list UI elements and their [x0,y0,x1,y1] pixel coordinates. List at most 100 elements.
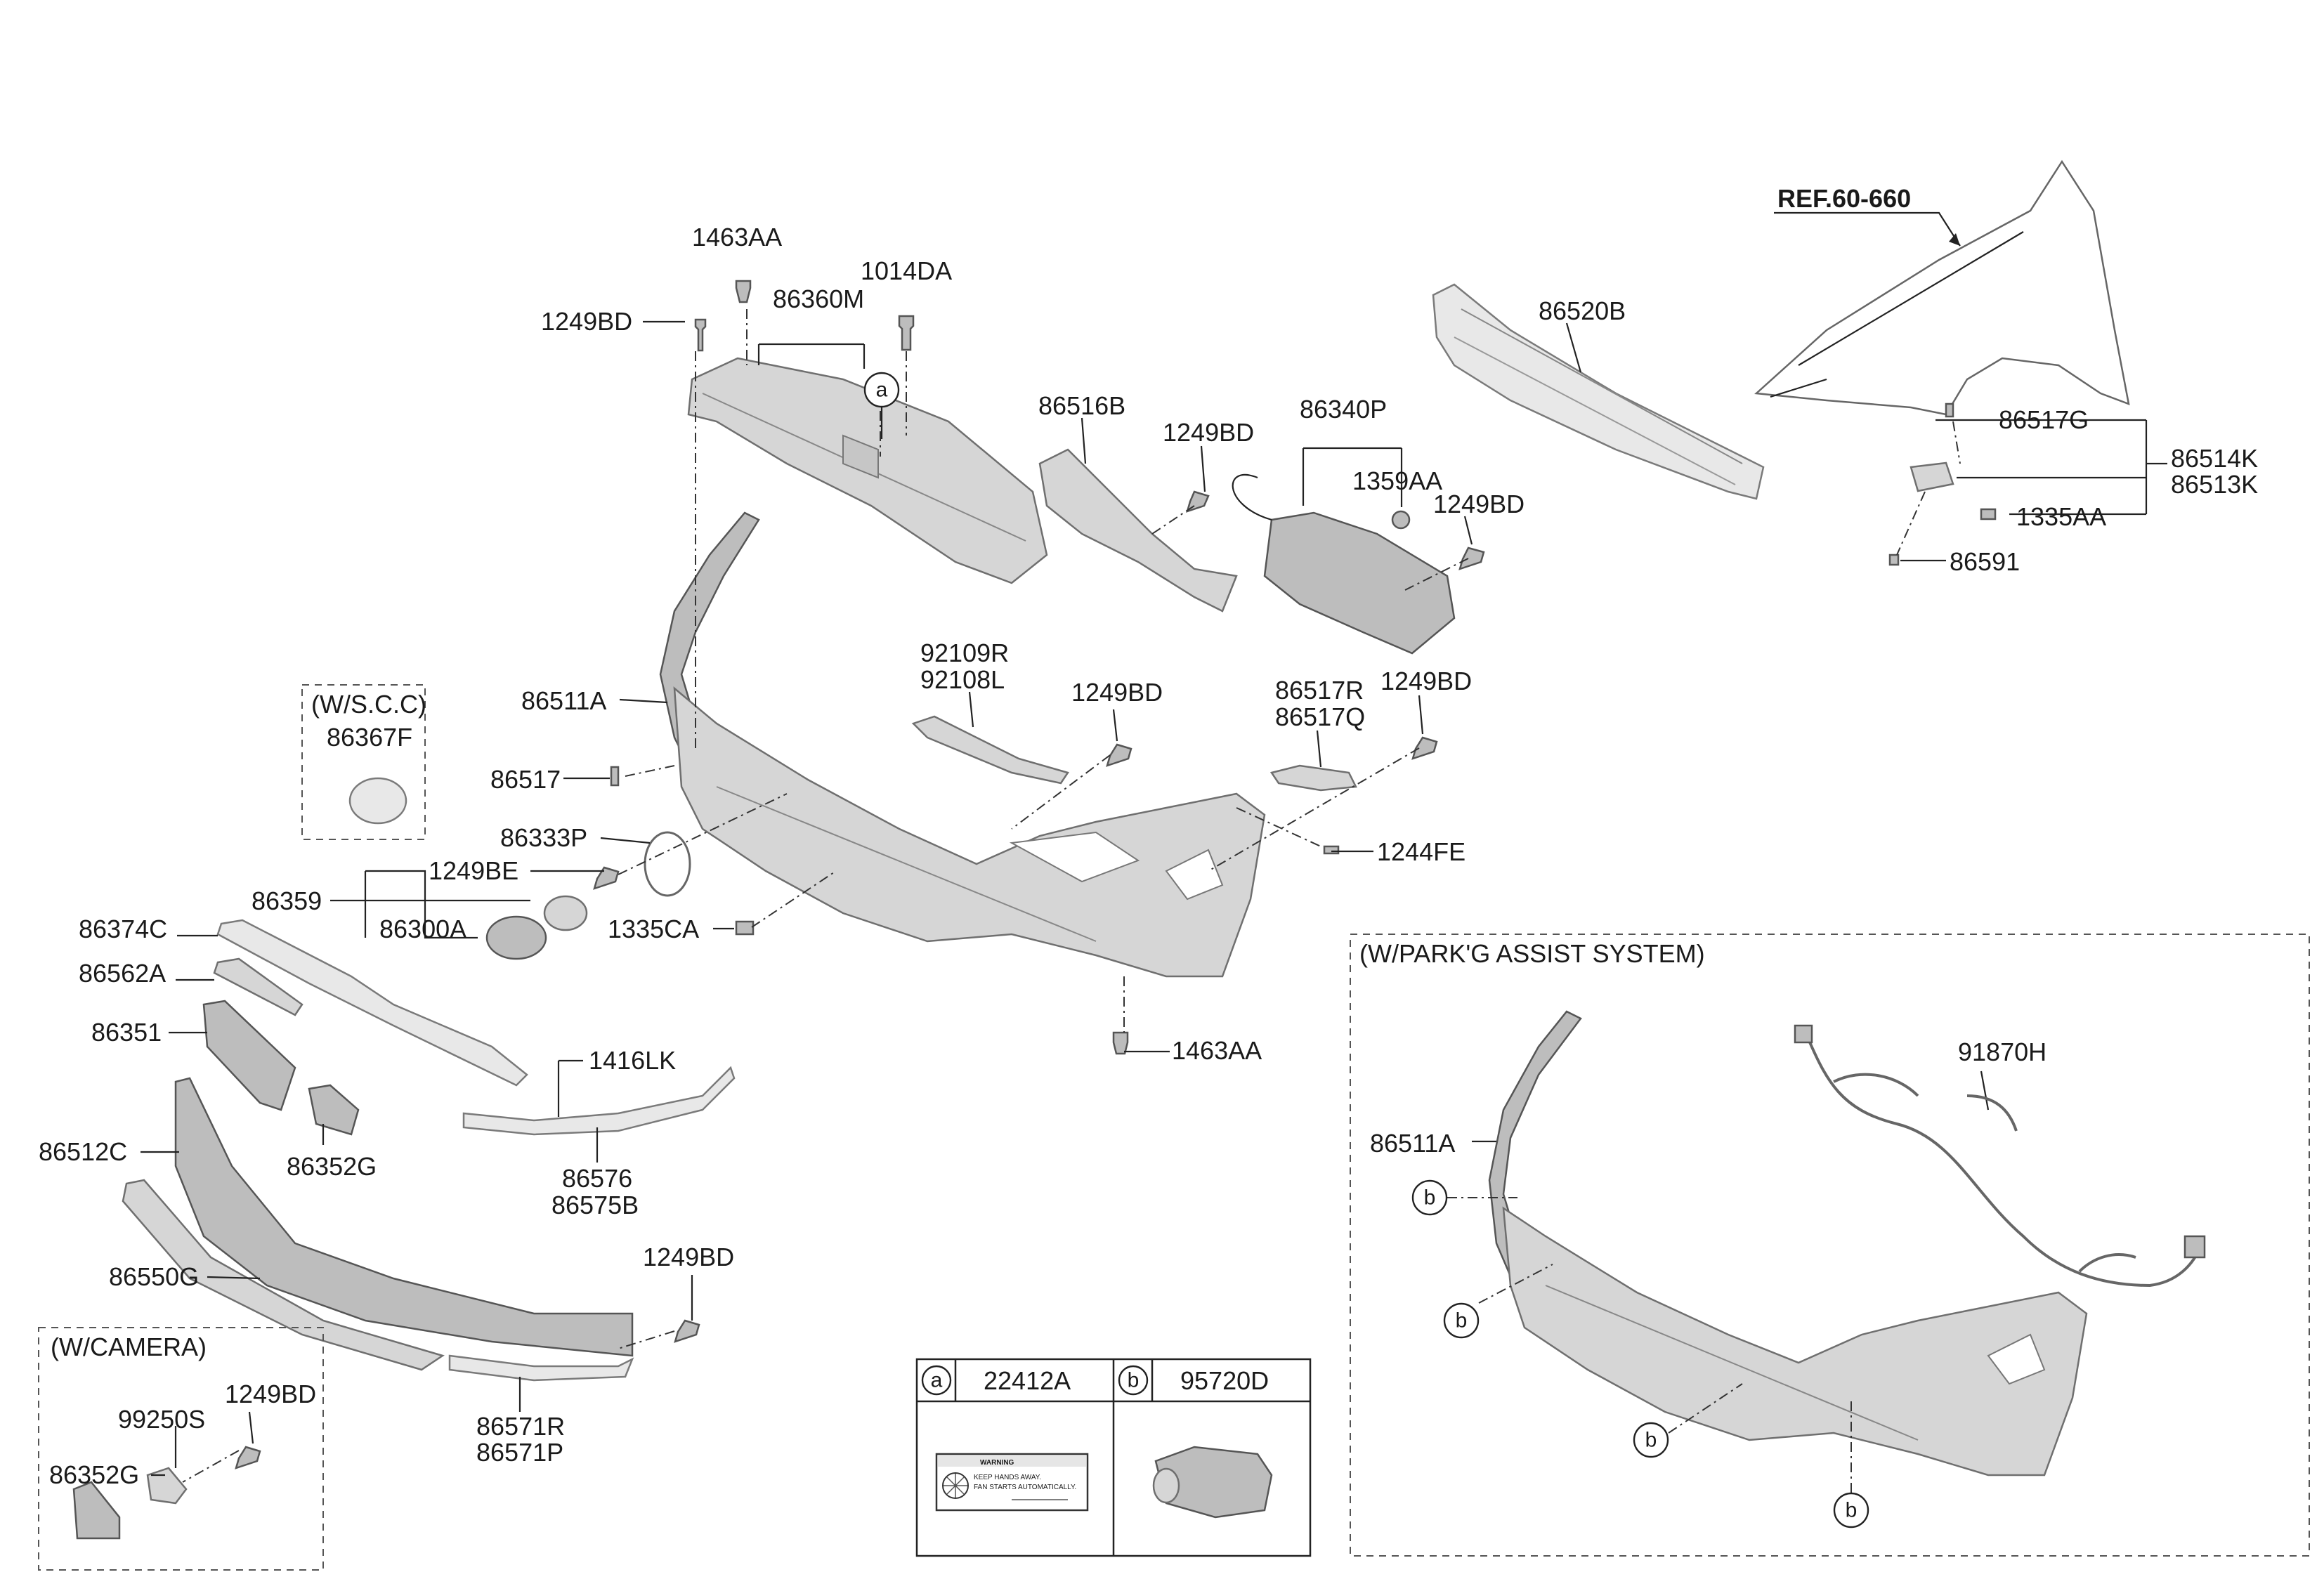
label-1463AA-top: 1463AA [692,223,782,251]
reference-arrowhead [1949,233,1960,246]
label-1249BD-top: 1249BD [541,307,632,336]
lower-molding-86550G [122,1179,445,1371]
cap-1335CA [735,920,755,936]
legend-circle-b: b [1118,1365,1149,1396]
park-assist-guides [1447,1197,1852,1493]
label-1249BD-right: 1249BD [1433,490,1525,518]
reference-leader [1774,211,1961,247]
molding-92109R [911,715,1069,785]
camera-99250S [146,1467,188,1505]
park-assist-bumper [1488,1010,2088,1477]
label-86333P: 86333P [500,823,587,852]
label-92109R: 92109R [920,639,1009,667]
molding-86562A [213,957,303,1016]
park-assist-option-title: (W/PARK'G ASSIST SYSTEM) [1359,939,1705,968]
label-86517G: 86517G [1999,405,2089,434]
camera-garnish-86352G [72,1481,121,1540]
carrier-86360M [687,357,1048,584]
camera-option-title: (W/CAMERA) [51,1333,207,1361]
label-86511A: 86511A [521,686,606,715]
label-86571R: 86571R [476,1412,565,1441]
label-86575B: 86575B [551,1191,639,1219]
svg-text:b: b [1128,1369,1140,1392]
svg-text:a: a [876,379,888,402]
emblem-base-86359 [543,895,588,931]
camera-option-box [38,1327,324,1571]
warning-label-22412A: WARNING KEEP HANDS AWAY. FAN STARTS AUTO… [935,1453,1089,1512]
label-1335CA: 1335CA [608,915,699,943]
molding-86374C [216,919,528,1087]
park-assist-option-box [1350,934,2310,1557]
label-91870H: 91870H [1958,1037,2046,1066]
emblem-86300A [485,915,547,960]
svg-text:b: b [1456,1309,1468,1333]
label-99250S: 99250S [118,1405,205,1434]
sensor-95720D [1152,1446,1273,1519]
callout-a: a [863,372,900,408]
grille-86512C [174,1077,634,1357]
label-86562A: 86562A [79,959,166,988]
label-86351: 86351 [91,1018,162,1047]
label-86516B: 86516B [1038,391,1125,420]
label-1359AA: 1359AA [1352,466,1442,495]
fastener-set [235,280,1997,1469]
label-86513K: 86513K [2171,470,2258,499]
svg-text:b: b [1645,1429,1657,1452]
label-1249BD-c2: 1249BD [1380,667,1472,695]
callout-b-3: b [1633,1422,1669,1458]
legend-part-b: 95720D [1180,1366,1269,1395]
label-1244FE: 1244FE [1377,837,1465,866]
label-86360M: 86360M [773,284,864,313]
bumper-cover [673,686,1266,978]
label-1249BD-c1: 1249BD [1071,678,1163,707]
label-1463AA-bot: 1463AA [1172,1036,1262,1065]
garnish-86351 [202,1000,296,1111]
legend-circle-a: a [921,1365,952,1396]
svg-text:b: b [1846,1499,1858,1522]
leader-lines [141,320,2167,1477]
molding-86576 [462,1066,736,1136]
lamp-86340P [1232,473,1456,655]
label-86359: 86359 [252,886,322,915]
fender-ref-illustration [1754,159,2130,416]
garnish-86352G [308,1084,360,1136]
part-labels: 1463AA 1014DA 1249BD 86360M 86520B 86516… [39,223,2258,1489]
scc-option-title: (W/S.C.C) [311,690,426,719]
label-86352G: 86352G [287,1152,377,1181]
label-86550G: 86550G [109,1262,199,1291]
label-86374C: 86374C [79,915,167,943]
warning-line-1: KEEP HANDS AWAY. [974,1474,1041,1481]
label-1335AA: 1335AA [2016,502,2106,531]
label-86591: 86591 [1950,547,2020,576]
callout-b-2: b [1443,1302,1480,1339]
molding-86571R [448,1354,634,1382]
ring-86333P [644,831,691,897]
label-86517R: 86517R [1275,676,1364,705]
warning-title: WARNING [980,1459,1014,1467]
label-86300A: 86300A [379,915,466,943]
label-86340P: 86340P [1300,395,1387,424]
label-92108L: 92108L [920,665,1005,694]
label-1014DA: 1014DA [861,256,952,285]
label-1249BD-mid: 1249BD [1163,418,1254,447]
reference-label: REF.60-660 [1777,184,1911,213]
label-86367F: 86367F [327,723,412,752]
label-86520B: 86520B [1539,296,1626,325]
callout-b-4: b [1833,1492,1869,1528]
grommet-1359AA [1391,510,1411,530]
label-86514K: 86514K [2171,444,2258,473]
wiring-harness-91870H [1794,1024,2206,1288]
label-1249BD-cam: 1249BD [225,1380,316,1408]
svg-text:a: a [931,1369,943,1392]
guide-lines [182,309,1961,1483]
energy-absorber-86520B [1432,283,1765,500]
bracket-86516B [1038,448,1238,613]
label-1249BE: 1249BE [429,856,518,885]
label-86512C: 86512C [39,1137,127,1166]
callout-b-1: b [1411,1179,1448,1216]
scc-cover-86367F [348,777,407,825]
clip-86517R [1269,764,1357,792]
warning-line-2: FAN STARTS AUTOMATICALLY. [974,1484,1076,1491]
